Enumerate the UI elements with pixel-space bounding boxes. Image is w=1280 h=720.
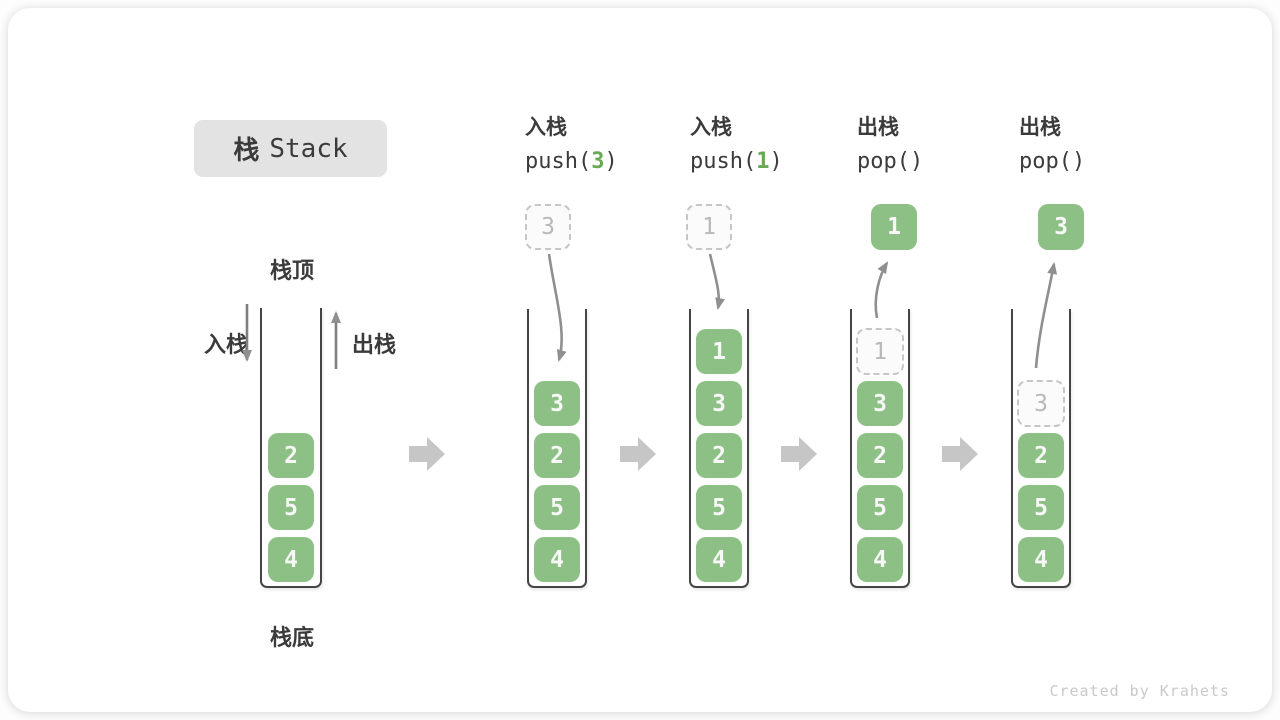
stack-cell: 5 <box>268 485 314 530</box>
stack-cell: 3 <box>534 381 580 426</box>
stack-bottom-label: 栈底 <box>269 626 315 651</box>
stack-cell: 2 <box>534 433 580 478</box>
floating-push-value-1: 1 <box>686 204 732 250</box>
floating-pop-value-1: 1 <box>871 204 917 250</box>
op-code: pop() <box>1019 149 1086 174</box>
stack-cell: 4 <box>1018 537 1064 582</box>
floating-push-value-3: 3 <box>525 204 571 250</box>
op-zh: 入栈 <box>690 115 732 139</box>
op-zh: 入栈 <box>525 115 567 139</box>
stack-cell: 5 <box>1018 485 1064 530</box>
stage-flow-arrow-icon <box>409 437 445 471</box>
stack-cell: 3 <box>857 381 903 426</box>
stack-cell: 5 <box>857 485 903 530</box>
stack-cell: 4 <box>857 537 903 582</box>
op-zh: 出栈 <box>857 115 899 139</box>
stack-cell: 2 <box>696 433 742 478</box>
stage-flow-arrow-icon <box>781 437 817 471</box>
op-zh: 出栈 <box>1019 115 1061 139</box>
stage-flow-arrow-icon <box>942 437 978 471</box>
stack-cell: 1 <box>696 329 742 374</box>
stack-cell: 4 <box>534 537 580 582</box>
title-en: Stack <box>269 133 348 164</box>
page-title: 栈 Stack <box>194 120 387 177</box>
stack-cell: 4 <box>268 537 314 582</box>
op-label-pop-1: 出栈 pop() <box>857 114 923 175</box>
stack-cell: 3 <box>696 381 742 426</box>
op-label-pop-3: 出栈 pop() <box>1019 114 1085 175</box>
title-zh: 栈 <box>233 136 260 166</box>
stack-cell: 4 <box>696 537 742 582</box>
stack-top-label: 栈顶 <box>269 259 315 284</box>
floating-pop-value-3: 3 <box>1038 204 1084 250</box>
op-code: pop() <box>857 149 924 174</box>
diagram-card: 栈 Stack 栈顶 栈底 入栈 出栈 入栈 push(3) 入栈 push(1… <box>8 8 1272 712</box>
arrows-overlay <box>242 253 1058 471</box>
push-1-curve-arrow-icon <box>708 253 725 310</box>
op-label-push-3: 入栈 push(3) <box>525 114 618 175</box>
push-direction-label: 入栈 <box>204 333 249 358</box>
op-code: push(1) <box>690 149 783 174</box>
stack-cell: 5 <box>696 485 742 530</box>
stack-cell: 2 <box>857 433 903 478</box>
stack-cell: 5 <box>534 485 580 530</box>
op-label-push-1: 入栈 push(1) <box>690 114 783 175</box>
credit-text: Created by Krahets <box>1049 682 1230 700</box>
op-code: push(3) <box>525 149 618 174</box>
pop-direction-label: 出栈 <box>352 333 397 358</box>
stack-cell: 2 <box>268 433 314 478</box>
popped-ghost-cell: 1 <box>856 328 904 375</box>
stage-flow-arrow-icon <box>620 437 656 471</box>
stack-cell: 2 <box>1018 433 1064 478</box>
popped-ghost-cell: 3 <box>1017 380 1065 427</box>
